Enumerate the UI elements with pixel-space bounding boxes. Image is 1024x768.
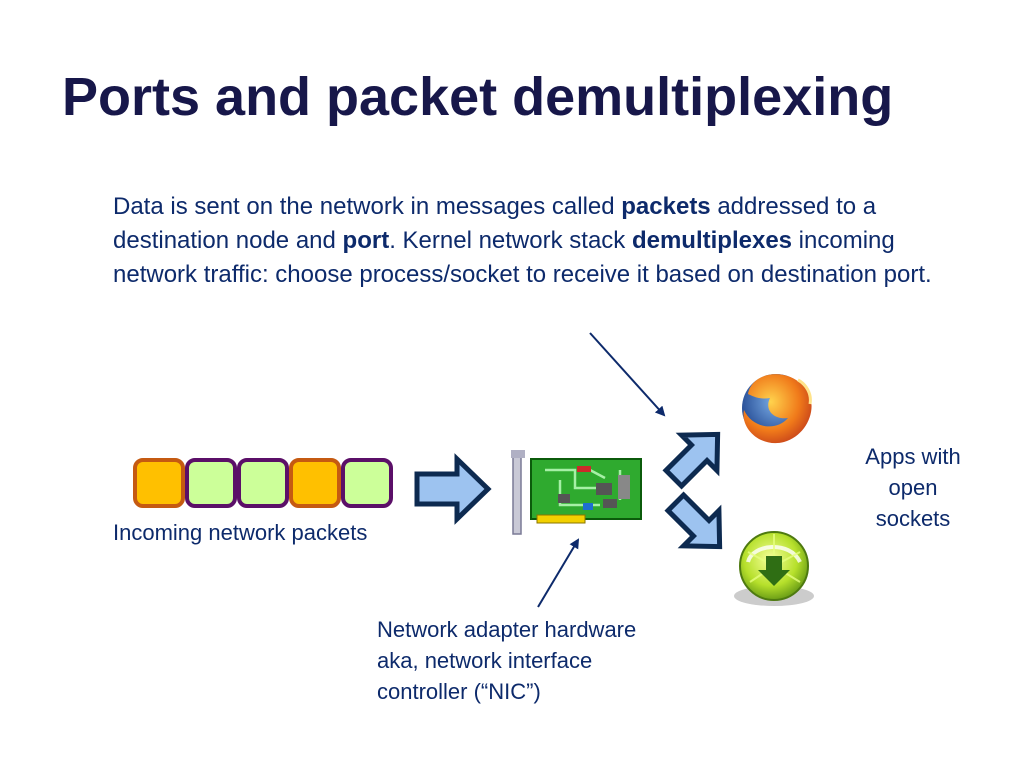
nic-label-line: controller (“NIC”) [377, 679, 541, 704]
arrow-down-right-icon [664, 491, 723, 550]
nic-label-line: aka, network interface [377, 648, 593, 673]
packet-box [185, 458, 237, 508]
nic-label: Network adapter hardware aka, network in… [377, 614, 636, 707]
arrow-right-icon [414, 453, 492, 525]
apps-label: Apps with open sockets [853, 441, 973, 534]
body-text-part: addressed to a destination node and [113, 193, 877, 254]
network-card-icon [511, 450, 642, 535]
pointer-line-to-demux [589, 332, 666, 417]
packet-queue [133, 458, 393, 508]
body-text-part: incoming network traffic: choose process… [113, 227, 932, 288]
apps-label-line: Apps with [865, 444, 961, 469]
arrow-up-right-icon [662, 431, 721, 490]
limewire-icon [734, 531, 814, 606]
slide-body-text: Data is sent on the network in messages … [113, 190, 973, 292]
term-packets: packets [621, 193, 711, 220]
packet-box [133, 458, 185, 508]
apps-label-line: sockets [875, 506, 951, 531]
term-demultiplexes: demultiplexes [631, 227, 793, 254]
slide-title: Ports and packet demultiplexing [62, 67, 894, 127]
firefox-icon [742, 374, 812, 444]
body-text-part: . Kernel network stack [389, 227, 632, 254]
apps-label-line: open [888, 475, 938, 500]
nic-label-line: Network adapter hardware [377, 617, 637, 642]
pointer-line-to-nic [537, 538, 580, 608]
packet-box [341, 458, 393, 508]
incoming-packets-label: Incoming network packets [113, 520, 368, 545]
term-port: port [342, 227, 390, 254]
packet-box [237, 458, 289, 508]
body-text-part: Data is sent on the network in messages … [113, 193, 622, 220]
packet-box [289, 458, 341, 508]
